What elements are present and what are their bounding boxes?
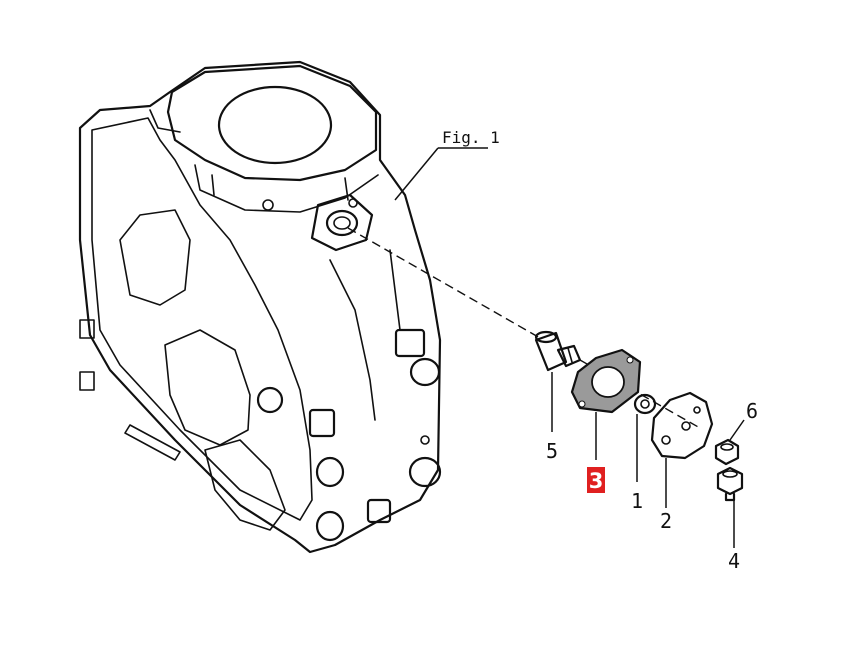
part-5-union-fitting	[534, 330, 582, 432]
part-6-nut	[714, 419, 745, 466]
part-1-washer	[633, 393, 657, 482]
part-4-bolt	[716, 466, 744, 548]
part-3-gasket	[570, 348, 642, 460]
figure-callout: Fig. 1	[394, 128, 500, 201]
part-label-3: 3	[589, 469, 604, 493]
part-2-cover-plate	[650, 391, 714, 508]
part-label-4: 4	[728, 549, 740, 573]
assembly-axis-line	[347, 227, 541, 339]
engine-block	[78, 60, 442, 554]
part-label-2: 2	[660, 509, 672, 533]
part-label-6: 6	[746, 399, 758, 423]
figure-label: Fig. 1	[442, 128, 500, 147]
highlight-box-part-3	[587, 467, 605, 493]
part-labels: 5 3 1 2 6 4	[546, 399, 758, 573]
part-label-5: 5	[546, 439, 558, 463]
part-label-1: 1	[631, 489, 643, 513]
